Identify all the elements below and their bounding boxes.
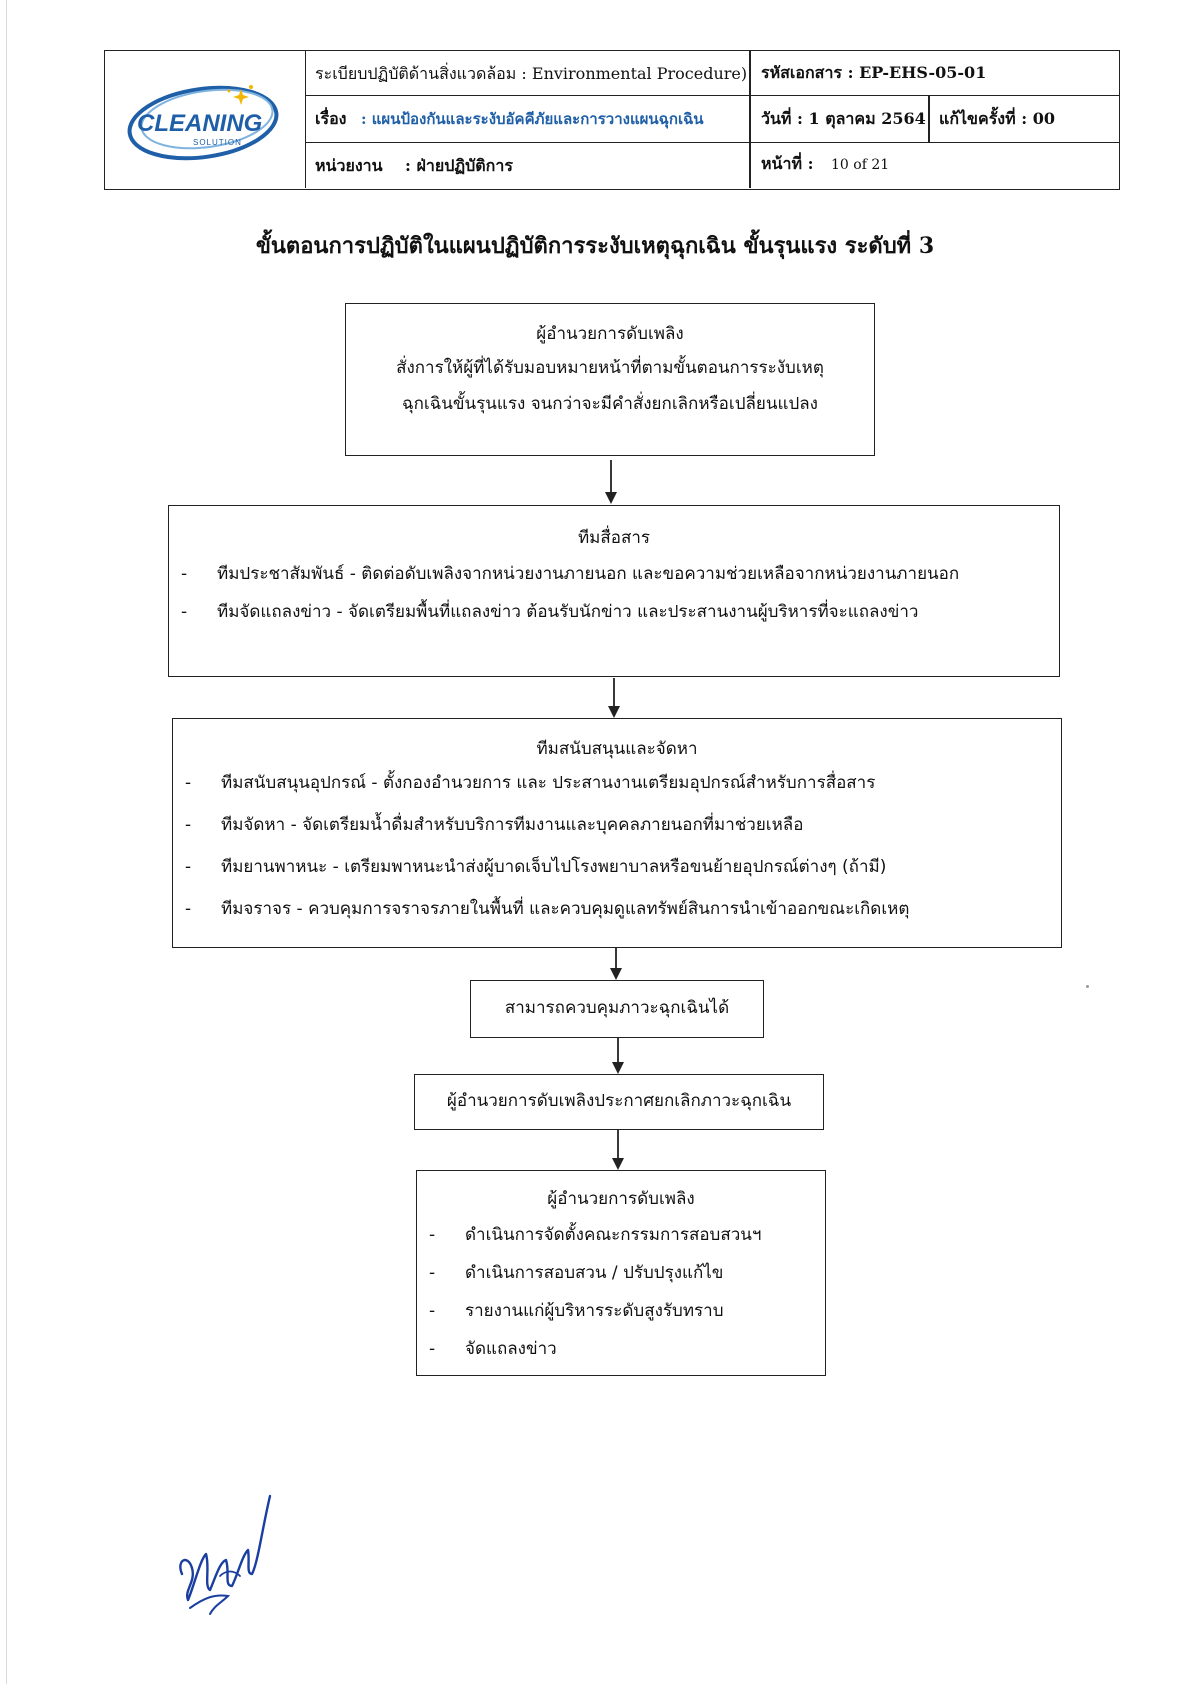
revision-number: แก้ไขครั้งที่ : 00 (939, 109, 1055, 128)
header-row-department: หน่วยงาน : ฝ่ายปฏิบัติการ หน้าที่ : 10 o… (305, 142, 1119, 188)
page-label: หน้าที่ : (761, 154, 814, 173)
document-code: รหัสเอกสาร : EP-EHS-05-01 (761, 63, 987, 82)
page-edge-line (6, 0, 7, 1684)
flow-box-emergency-controlled: สามารถควบคุมภาวะฉุกเฉินได้ (470, 980, 764, 1038)
page-number: 10 of 21 (831, 157, 890, 173)
box-line: ฉุกเฉินขั้นรุนแรง จนกว่าจะมีคำสั่งยกเลิก… (402, 394, 818, 414)
flow-arrow (610, 948, 622, 980)
list-item: -ทีมประชาสัมพันธ์ - ติดต่อดับเพลิงจากหน่… (181, 564, 960, 584)
department-label: หน่วยงาน (315, 156, 383, 175)
list-item: -ทีมจราจร - ควบคุมการจราจรภายในพื้นที่ แ… (185, 899, 910, 919)
subject-value: : แผนป้องกันและระงับอัคคีภัยและการวางแผน… (361, 110, 704, 128)
header-row-subject: เรื่อง : แผนป้องกันและระงับอัคคีภัยและกา… (305, 95, 1119, 143)
flow-arrow (612, 1130, 624, 1170)
flow-box-support-team: ทีมสนับสนุนและจัดหา -ทีมสนับสนุนอุปกรณ์ … (172, 718, 1062, 948)
list-item: -จัดแถลงข่าว (429, 1339, 557, 1359)
document-header-table: CLEANING SOLUTION ระเบียบปฏิบัติด้านสิ่ง… (104, 50, 1120, 190)
flow-arrow (608, 678, 620, 718)
list-item: -ทีมยานพาหนะ - เตรียมพาหนะนำส่งผู้บาดเจ็… (185, 857, 887, 877)
box-title: ผู้อำนวยการดับเพลิง (547, 1189, 695, 1209)
box-line: สั่งการให้ผู้ที่ได้รับมอบหมายหน้าที่ตามข… (396, 358, 824, 378)
box-title: ผู้อำนวยการดับเพลิง (536, 324, 684, 344)
header-row-procedure: ระเบียบปฏิบัติด้านสิ่งแวดล้อม : Environm… (305, 51, 1119, 96)
list-item: -ดำเนินการสอบสวน / ปรับปรุงแก้ไข (429, 1263, 724, 1283)
flow-box-communication-team: ทีมสื่อสาร -ทีมประชาสัมพันธ์ - ติดต่อดับ… (168, 505, 1060, 677)
list-item: -ดำเนินการจัดตั้งคณะกรรมการสอบสวนฯ (429, 1225, 762, 1245)
list-item: -ทีมสนับสนุนอุปกรณ์ - ตั้งกองอำนวยการ แล… (185, 773, 876, 793)
issue-date: วันที่ : 1 ตุลาคม 2564 (761, 109, 926, 128)
box-title: ทีมสื่อสาร (577, 528, 651, 548)
department-value: : ฝ่ายปฏิบัติการ (405, 156, 513, 175)
box-text: สามารถควบคุมภาวะฉุกเฉินได้ (504, 998, 730, 1018)
list-item: -รายงานแก่ผู้บริหารระดับสูงรับทราบ (429, 1301, 724, 1321)
procedure-title: ระเบียบปฏิบัติด้านสิ่งแวดล้อม : Environm… (315, 64, 748, 83)
flow-box-director-command: ผู้อำนวยการดับเพลิง สั่งการให้ผู้ที่ได้ร… (345, 303, 875, 456)
flow-arrow (612, 1038, 624, 1074)
page-title: ขั้นตอนการปฏิบัติในแผนปฏิบัติการระงับเหต… (255, 233, 935, 259)
list-item: -ทีมจัดหา - จัดเตรียมน้ำดื่มสำหรับบริการ… (185, 815, 804, 835)
scan-speck (1086, 985, 1089, 988)
cleaning-solution-logo: CLEANING SOLUTION (127, 85, 279, 161)
logo-cell: CLEANING SOLUTION (105, 51, 306, 188)
list-item: -ทีมจัดแถลงข่าว - จัดเตรียมพื้นที่แถลงข่… (181, 602, 919, 622)
logo-subtext: SOLUTION (193, 138, 242, 147)
box-title: ทีมสนับสนุนและจัดหา (536, 739, 698, 759)
logo-wordmark: CLEANING (137, 110, 262, 137)
flow-box-announce-cancel: ผู้อำนวยการดับเพลิงประกาศยกเลิกภาวะฉุกเฉ… (414, 1074, 824, 1130)
handwritten-signature (179, 1494, 272, 1615)
subject-label: เรื่อง (315, 109, 347, 128)
sparkle-icon (227, 85, 253, 105)
box-text: ผู้อำนวยการดับเพลิงประกาศยกเลิกภาวะฉุกเฉ… (446, 1091, 792, 1111)
flow-arrow (605, 460, 617, 504)
flow-box-director-followup: ผู้อำนวยการดับเพลิง -ดำเนินการจัดตั้งคณะ… (416, 1170, 826, 1376)
